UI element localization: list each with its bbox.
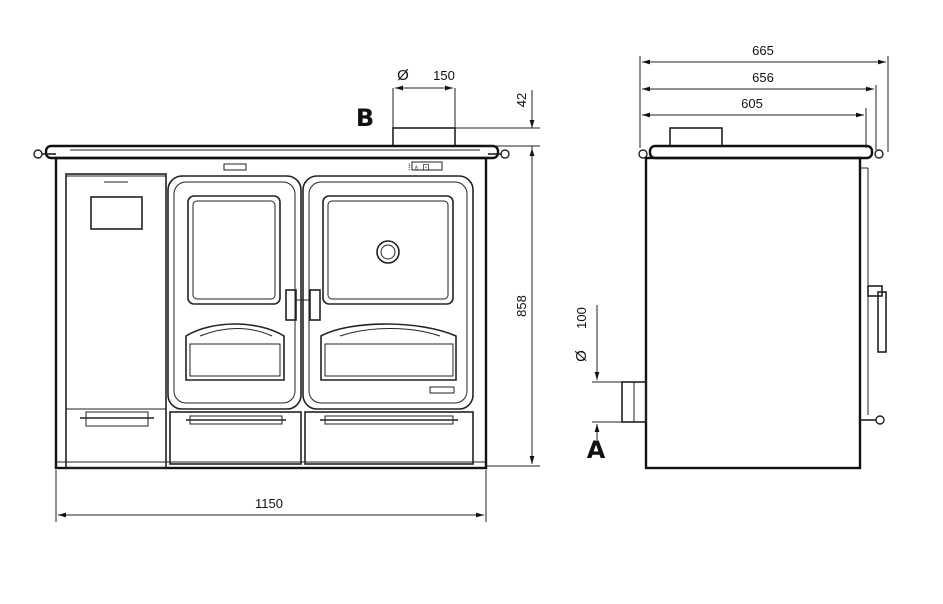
- right-door-handle: [309, 289, 321, 321]
- cooktop-plate: [44, 144, 500, 160]
- side-handle: [877, 291, 887, 353]
- side-cooktop-plate: [648, 144, 874, 160]
- stove-body: [54, 156, 488, 470]
- oven-thermometer: [376, 240, 400, 264]
- overall-height-label: 858: [514, 295, 529, 317]
- depth-total-label: 665: [752, 43, 774, 58]
- control-panel-window: [90, 196, 143, 230]
- side-rail-knob-right: [874, 149, 884, 159]
- label-b: B: [356, 104, 374, 132]
- firebox-door: [167, 175, 302, 410]
- lower-drawer-right: [304, 411, 474, 465]
- lower-drawer-left: [169, 411, 302, 465]
- left-rail-knob: [33, 149, 43, 159]
- label-a: A: [587, 436, 606, 464]
- side-top-flue: [669, 127, 723, 147]
- svg-text:⁞ ♁ ⊡: ⁞ ♁ ⊡: [408, 162, 430, 172]
- brand-badge: [429, 386, 455, 394]
- side-body: [644, 156, 862, 470]
- diameter-symbol-top: Ø: [397, 67, 409, 84]
- flue-side-diameter-label: 100: [574, 307, 589, 329]
- right-rail-knob: [500, 149, 510, 159]
- oven-door: [302, 175, 474, 410]
- diameter-symbol-side: Ø: [573, 350, 590, 362]
- thermometer-badge: [223, 163, 247, 171]
- left-door-handle: [285, 289, 297, 321]
- firebox-window: [187, 195, 281, 305]
- side-handle-mount: [867, 285, 883, 297]
- top-flue-collar: [392, 127, 456, 147]
- dimension-lines: [55, 56, 889, 522]
- front-view: ⁞ ♁ ⊡: [33, 127, 510, 470]
- side-bottom-knob: [875, 415, 885, 425]
- oven-lower-panel: [320, 323, 457, 381]
- fuel-compartment: [65, 173, 167, 469]
- flue-top-diameter-label: 150: [433, 68, 455, 83]
- depth-body-label: 605: [741, 96, 763, 111]
- overall-width-label: 1150: [255, 496, 283, 511]
- control-icons: [411, 161, 443, 171]
- depth-handles-label: 656: [752, 70, 774, 85]
- side-view: [621, 127, 887, 470]
- side-rail-knob-left: [638, 149, 648, 159]
- oven-window: [322, 195, 454, 305]
- firebox-ash-door: [185, 323, 285, 381]
- left-drawer-handle: [85, 411, 149, 427]
- flue-offset-label: 42: [514, 93, 529, 107]
